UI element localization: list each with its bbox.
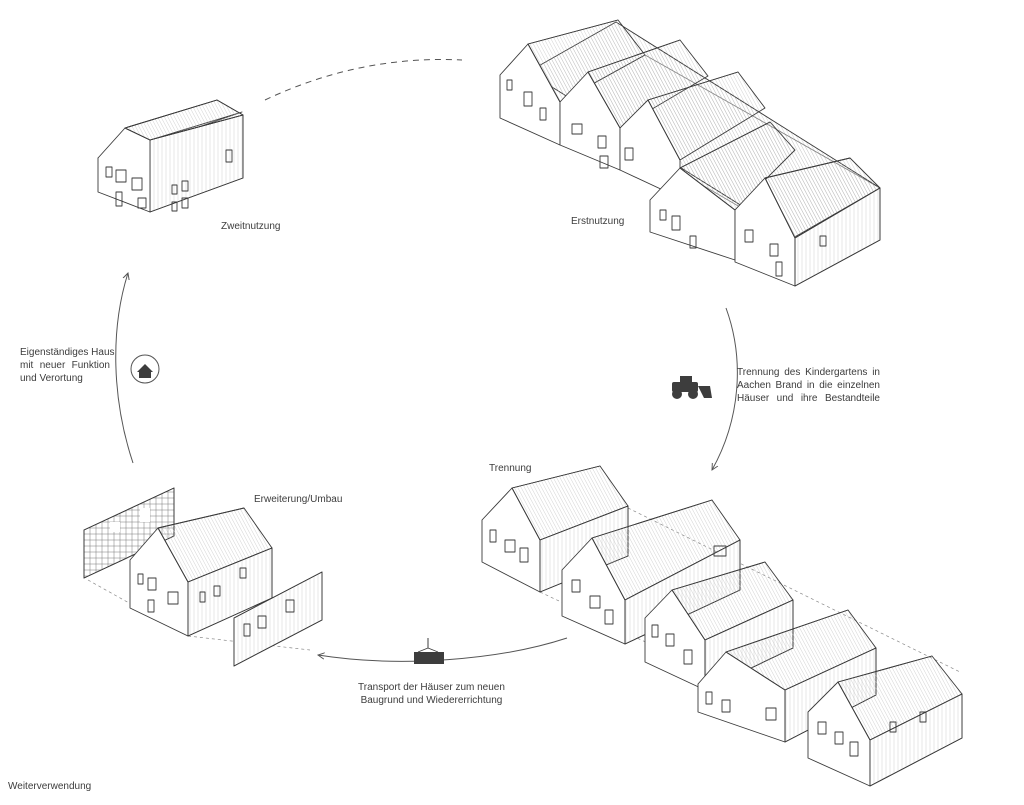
description-trennung-line: Aachen Brand in die einzelnen [737,380,880,391]
description-trennung: Trennung des Kindergartens in Aachen Bra… [737,366,880,405]
arrow-left-up [115,273,134,464]
house-zweitnutzung [97,99,244,213]
description-haus-line: und Verortung [20,373,83,384]
label-zweitnutzung: Zweitnutzung [221,221,281,232]
description-trennung-line: Häuser und ihre Bestandteile [737,393,880,404]
description-transport: Transport der Häuser zum neuen Baugrund … [358,681,505,707]
houses-trennung [481,465,963,787]
label-erweiterung: Erweiterung/Umbau [254,494,343,505]
crane-load-icon [414,638,444,664]
bulldozer-icon [672,376,712,399]
dashed-arc-top [264,59,463,101]
houses-erstnutzung [499,19,881,287]
label-weiterverwendung: Weiterverwendung [8,781,92,792]
description-transport-line: Baugrund und Wiedererrichtung [360,695,503,706]
description-trennung-line: Trennung des Kindergartens in [737,367,880,378]
description-haus: Eigenständiges Haus mit neuer Funktion u… [20,346,115,385]
description-transport-line: Transport der Häuser zum neuen [358,682,505,693]
label-erstnutzung: Erstnutzung [571,216,625,227]
label-trennung: Trennung [489,463,532,474]
house-cycle-icon [130,354,160,384]
description-haus-line: Eigenständiges Haus [20,347,115,358]
house-erweiterung [83,487,323,667]
description-haus-line: mit neuer Funktion [20,360,110,371]
arrow-right-down [712,307,738,470]
arrow-bottom-left [318,637,568,662]
